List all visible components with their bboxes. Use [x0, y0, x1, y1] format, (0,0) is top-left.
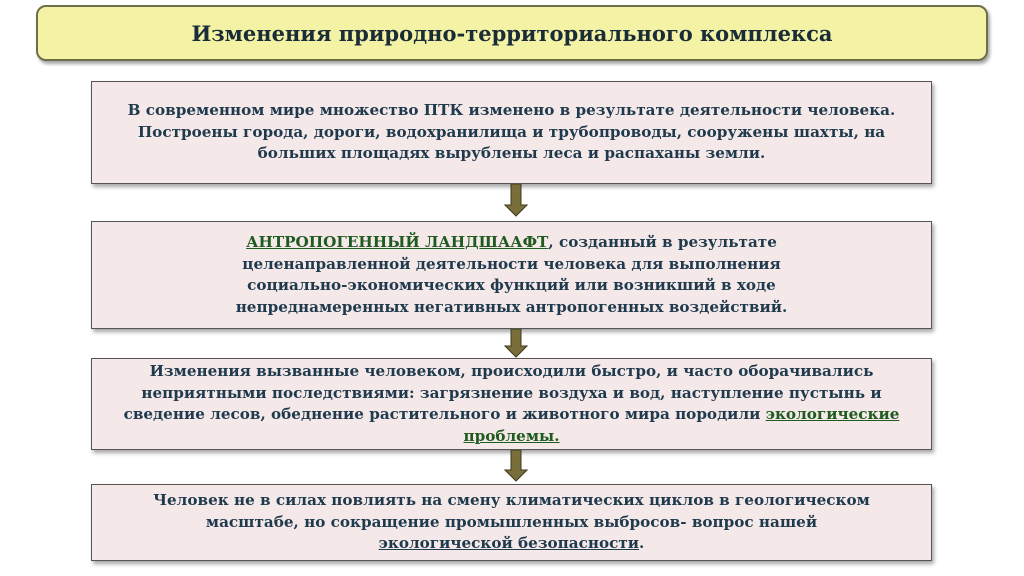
- down-arrow-3: [504, 450, 528, 482]
- ecological-problems-link-part1[interactable]: экологические: [765, 405, 900, 423]
- box2-line1-rest: , созданный в результате: [548, 233, 777, 251]
- page-title: Изменения природно-территориального комп…: [191, 20, 833, 46]
- box2-line1: АНТРОПОГЕННЫЙ ЛАНДШААФТ, созданный в рез…: [236, 232, 788, 254]
- box1-line1: В современном мире множество ПТК изменен…: [127, 101, 896, 120]
- ecological-safety-link[interactable]: экологической безопасности: [378, 534, 640, 553]
- down-arrow-2: [504, 329, 528, 358]
- box2-line3: социально-экономических функций или возн…: [247, 276, 776, 294]
- box-ptk-changes: В современном мире множество ПТК изменен…: [91, 81, 932, 184]
- box3-line3: сведение лесов, обеднение растительного …: [124, 404, 900, 426]
- box-human-changes: Изменения вызванные человеком, происходи…: [91, 358, 932, 450]
- box1-line3: больших площадях вырублены леса и распах…: [257, 144, 766, 163]
- box2-line2: целенаправленной деятельности человека д…: [242, 254, 781, 273]
- box1-line2: Построены города, дороги, водохранилища …: [137, 122, 886, 141]
- box-anthropogenic-landscape: АНТРОПОГЕННЫЙ ЛАНДШААФТ, созданный в рез…: [91, 221, 932, 329]
- box3-line3-text: сведение лесов, обеднение растительного …: [123, 405, 766, 423]
- box4-line1: Человек не в силах повлиять на смену кли…: [153, 491, 870, 510]
- box3-line4: проблемы.: [124, 426, 900, 448]
- box-ecological-safety: Человек не в силах повлиять на смену кли…: [91, 484, 932, 561]
- down-arrow-1: [504, 184, 528, 217]
- box3-line1: Изменения вызванные человеком, происходи…: [149, 362, 874, 380]
- box3-line2: неприятными последствиями: загрязнение в…: [141, 383, 882, 402]
- box4-line3: экологической безопасности.: [153, 533, 870, 555]
- title-banner: Изменения природно-территориального комп…: [36, 5, 988, 61]
- box4-line2: масштабе, но сокращение промышленных выб…: [205, 512, 818, 531]
- box2-line4: непреднамеренных негативных антропогенны…: [235, 297, 788, 316]
- box4-line3-end: .: [639, 534, 645, 553]
- anthropogenic-landscape-term: АНТРОПОГЕННЫЙ ЛАНДШААФТ: [246, 233, 549, 251]
- ecological-problems-link-part2[interactable]: проблемы.: [463, 426, 560, 445]
